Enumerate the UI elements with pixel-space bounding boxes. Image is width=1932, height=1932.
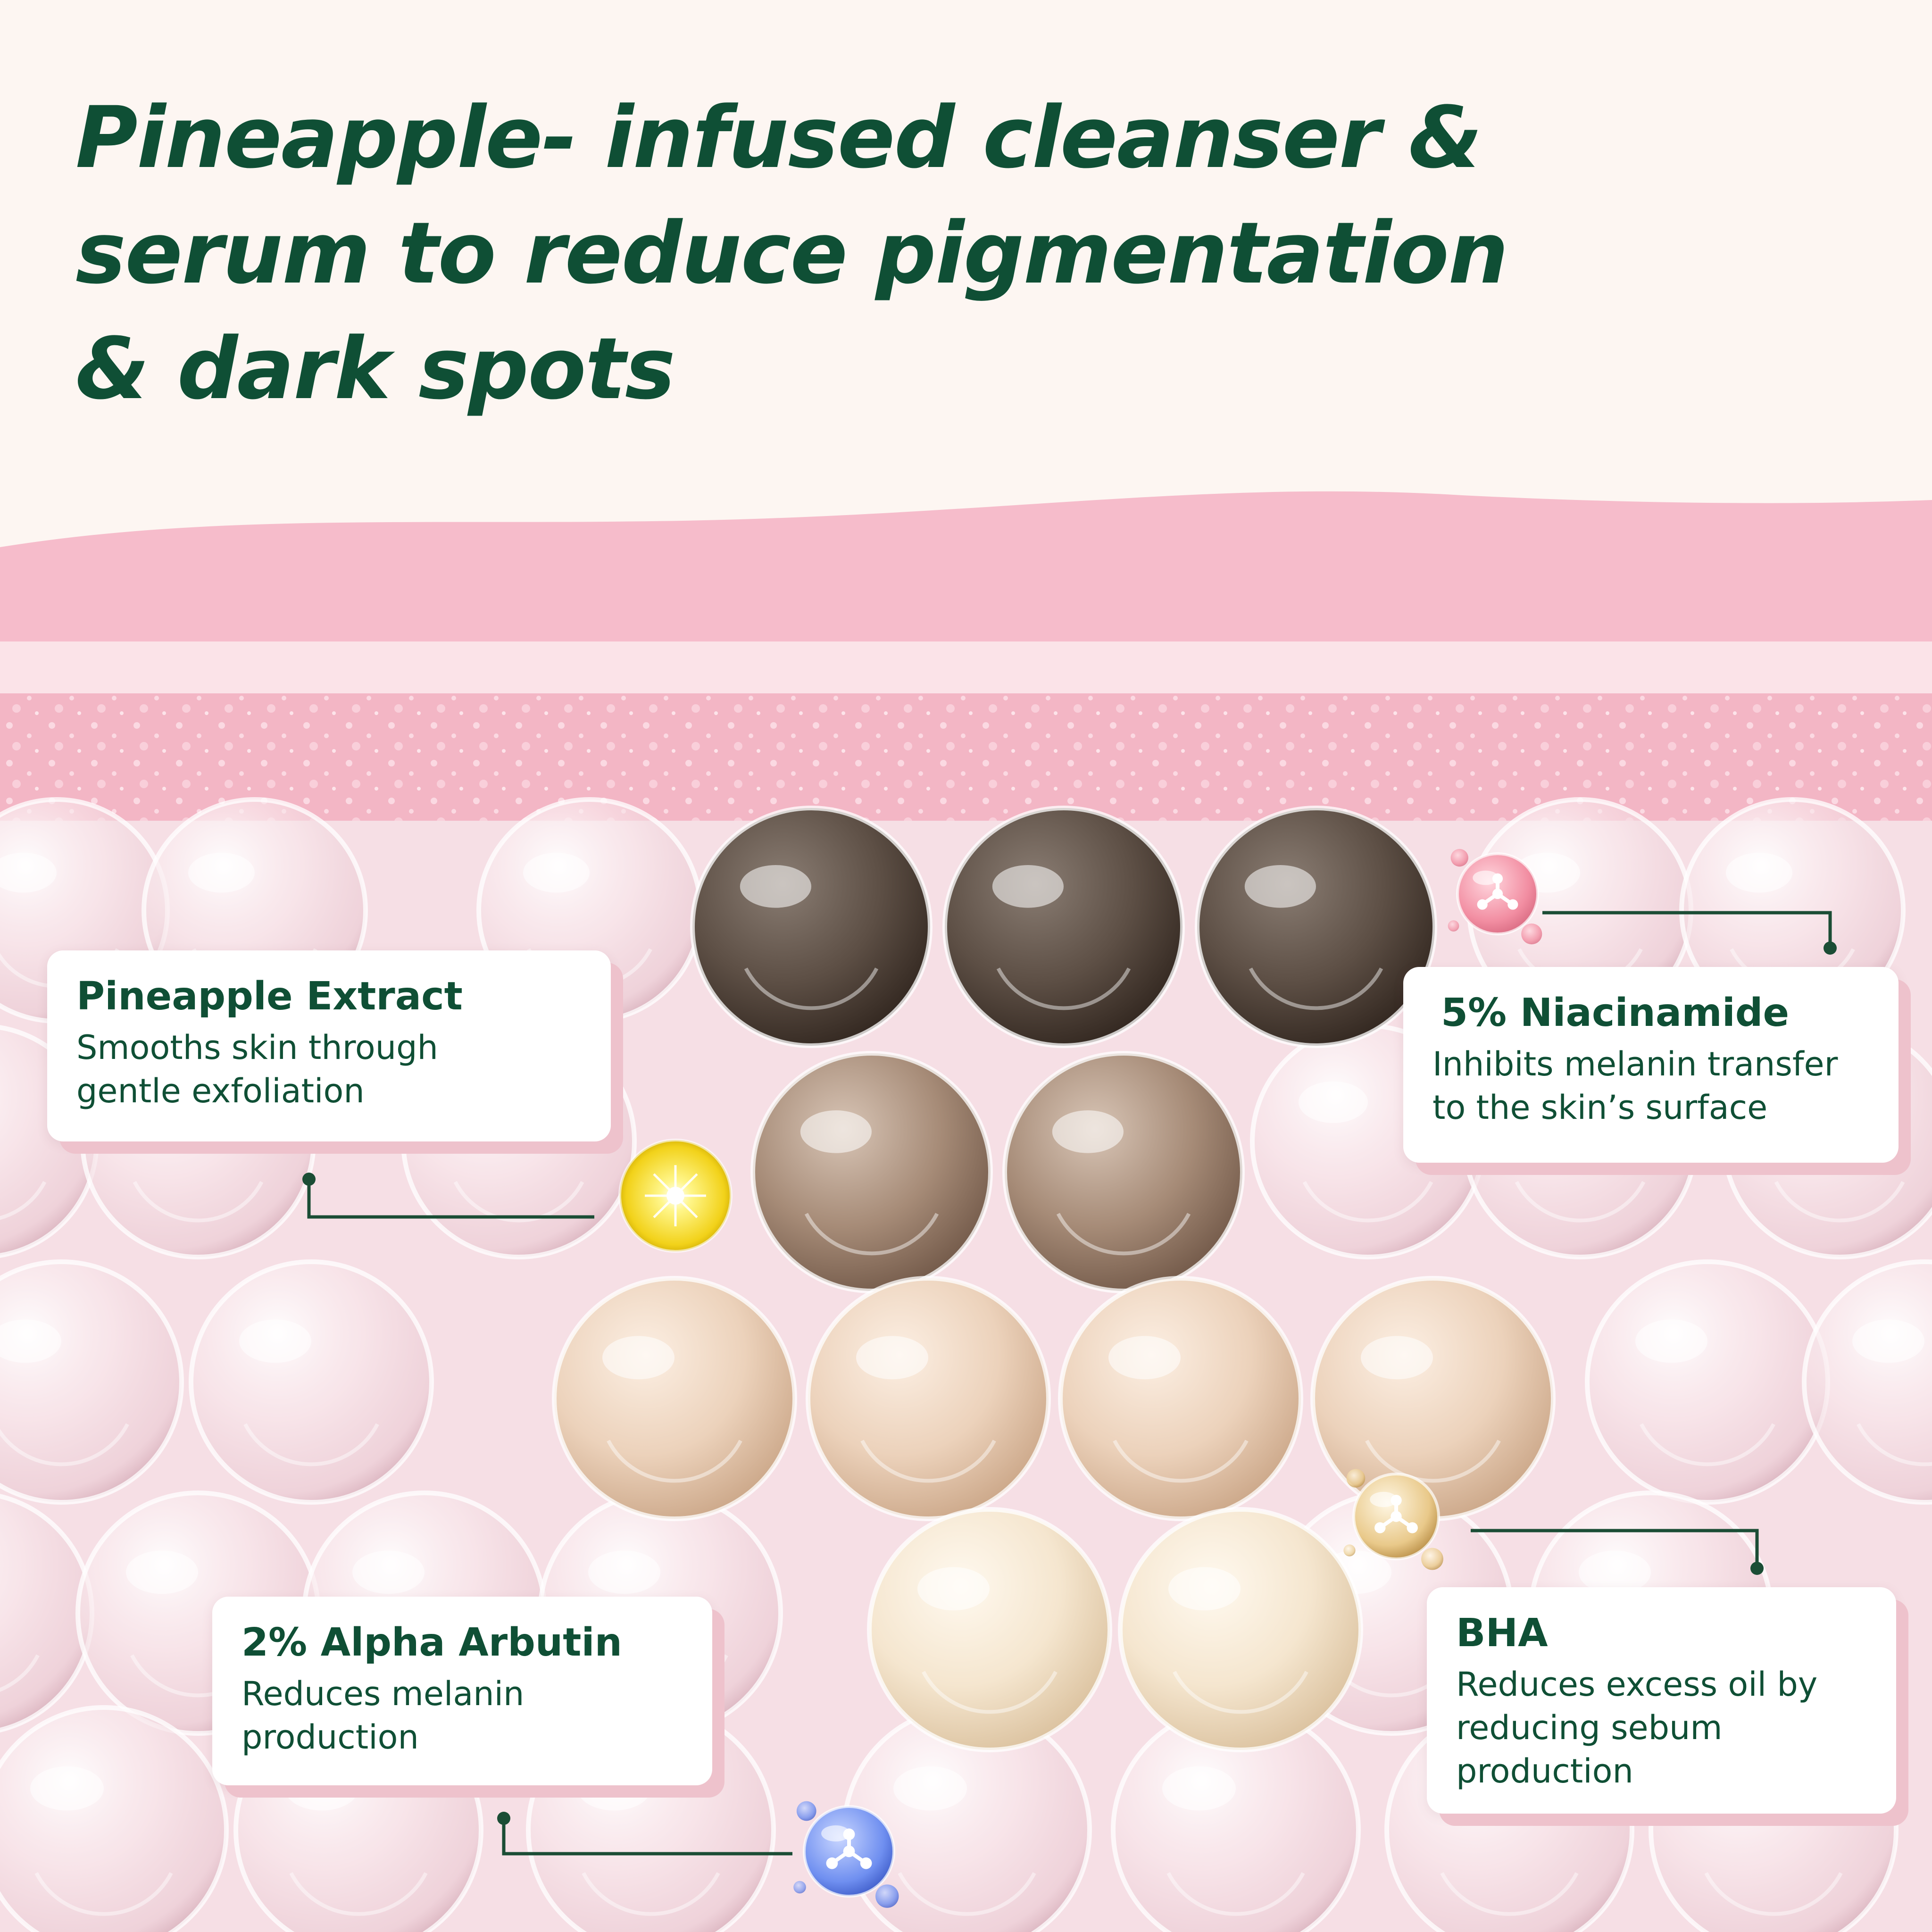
gold-molecule-icon <box>1343 1469 1443 1570</box>
connector-line <box>1542 911 1837 955</box>
headline-line-1: Pineapple- infused cleanser & <box>75 89 1482 187</box>
card-title: BHA <box>1456 1611 1548 1656</box>
connector-line <box>1471 1529 1764 1575</box>
headline-line-3: & dark spots <box>75 320 675 418</box>
card-alpha-arbutin: 2% Alpha Arbutin Reduces melanin product… <box>212 1597 712 1785</box>
card-description: Reduces excess oil by reducing sebum pro… <box>1456 1665 1818 1790</box>
connector-line <box>302 1173 594 1219</box>
card-description: Smooths skin through gentle exfoliation <box>76 1028 438 1110</box>
pigment-bubble <box>1118 1507 1363 1752</box>
pigment-bubble <box>942 806 1185 1048</box>
card-title: 5% Niacinamide <box>1441 991 1790 1035</box>
clear-bubble <box>1585 1259 1830 1505</box>
card-bha: BHA Reduces excess oil by reducing sebum… <box>1427 1587 1896 1814</box>
card-description: Inhibits melanin transfer to the skin’s … <box>1432 1045 1838 1127</box>
card-title: 2% Alpha Arbutin <box>242 1620 622 1665</box>
blue-molecule-icon <box>793 1801 899 1908</box>
pigment-bubble <box>1002 1051 1245 1293</box>
pigment-bubble <box>867 1507 1112 1752</box>
pigment-bubble <box>1058 1276 1303 1521</box>
card-description: Reduces melanin production <box>242 1674 525 1757</box>
pigment-bubble <box>806 1276 1051 1521</box>
connector-line <box>497 1812 792 1856</box>
pigment-bubble <box>552 1276 797 1521</box>
clear-bubble <box>189 1259 434 1505</box>
clear-bubble <box>0 1259 184 1505</box>
yellow-droplet-icon <box>618 1139 733 1253</box>
card-pineapple-extract: Pineapple Extract Smooths skin through g… <box>47 950 611 1141</box>
clear-bubble <box>1802 1259 1932 1505</box>
card-title: Pineapple Extract <box>76 974 463 1019</box>
clear-bubble <box>0 1705 229 1932</box>
pigment-bubble <box>1195 806 1437 1048</box>
headline: Pineapple- infused cleanser & serum to r… <box>75 80 1821 427</box>
headline-line-2: serum to reduce pigmentation <box>75 204 1508 303</box>
card-niacinamide: 5% Niacinamide Inhibits melanin transfer… <box>1403 967 1899 1163</box>
pink-molecule-icon <box>1448 849 1542 945</box>
pigment-bubble <box>750 1051 993 1293</box>
pigment-bubble <box>690 806 933 1048</box>
